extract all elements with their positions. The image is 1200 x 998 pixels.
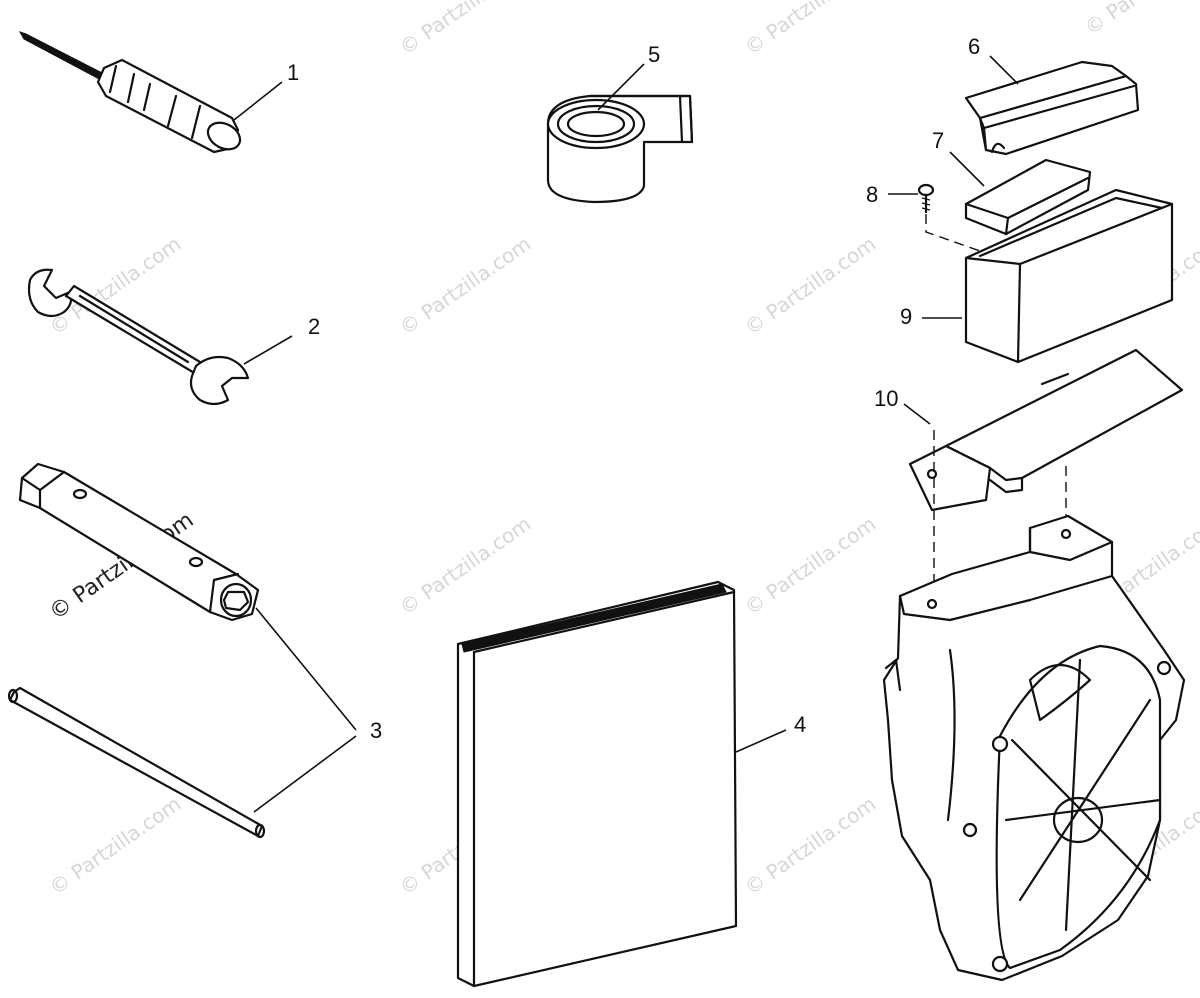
callout-3: 3 bbox=[370, 718, 383, 743]
recoil-housing-part bbox=[882, 514, 1186, 982]
callout-10: 10 bbox=[874, 386, 899, 411]
tommy-bar-part bbox=[7, 686, 266, 839]
socket-tool-part bbox=[18, 462, 260, 622]
pad-part bbox=[964, 158, 1092, 236]
callout-7: 7 bbox=[932, 128, 945, 153]
screw-part bbox=[917, 183, 1001, 259]
tape-roll-part bbox=[546, 94, 694, 204]
callout-5: 5 bbox=[648, 42, 661, 67]
callout-2: 2 bbox=[308, 314, 321, 339]
owners-manual-part bbox=[456, 580, 738, 988]
box-lid-part bbox=[964, 60, 1140, 156]
callout-1: 1 bbox=[287, 60, 300, 85]
mounting-bracket-part bbox=[908, 348, 1184, 604]
callout-4: 4 bbox=[794, 712, 807, 737]
tool-box-part bbox=[964, 188, 1174, 364]
leader-lines bbox=[233, 55, 1019, 813]
wrench-part bbox=[27, 268, 250, 406]
callout-9: 9 bbox=[900, 304, 913, 329]
callout-6: 6 bbox=[968, 34, 981, 59]
screwdriver-part bbox=[18, 31, 242, 154]
callout-8: 8 bbox=[866, 182, 879, 207]
